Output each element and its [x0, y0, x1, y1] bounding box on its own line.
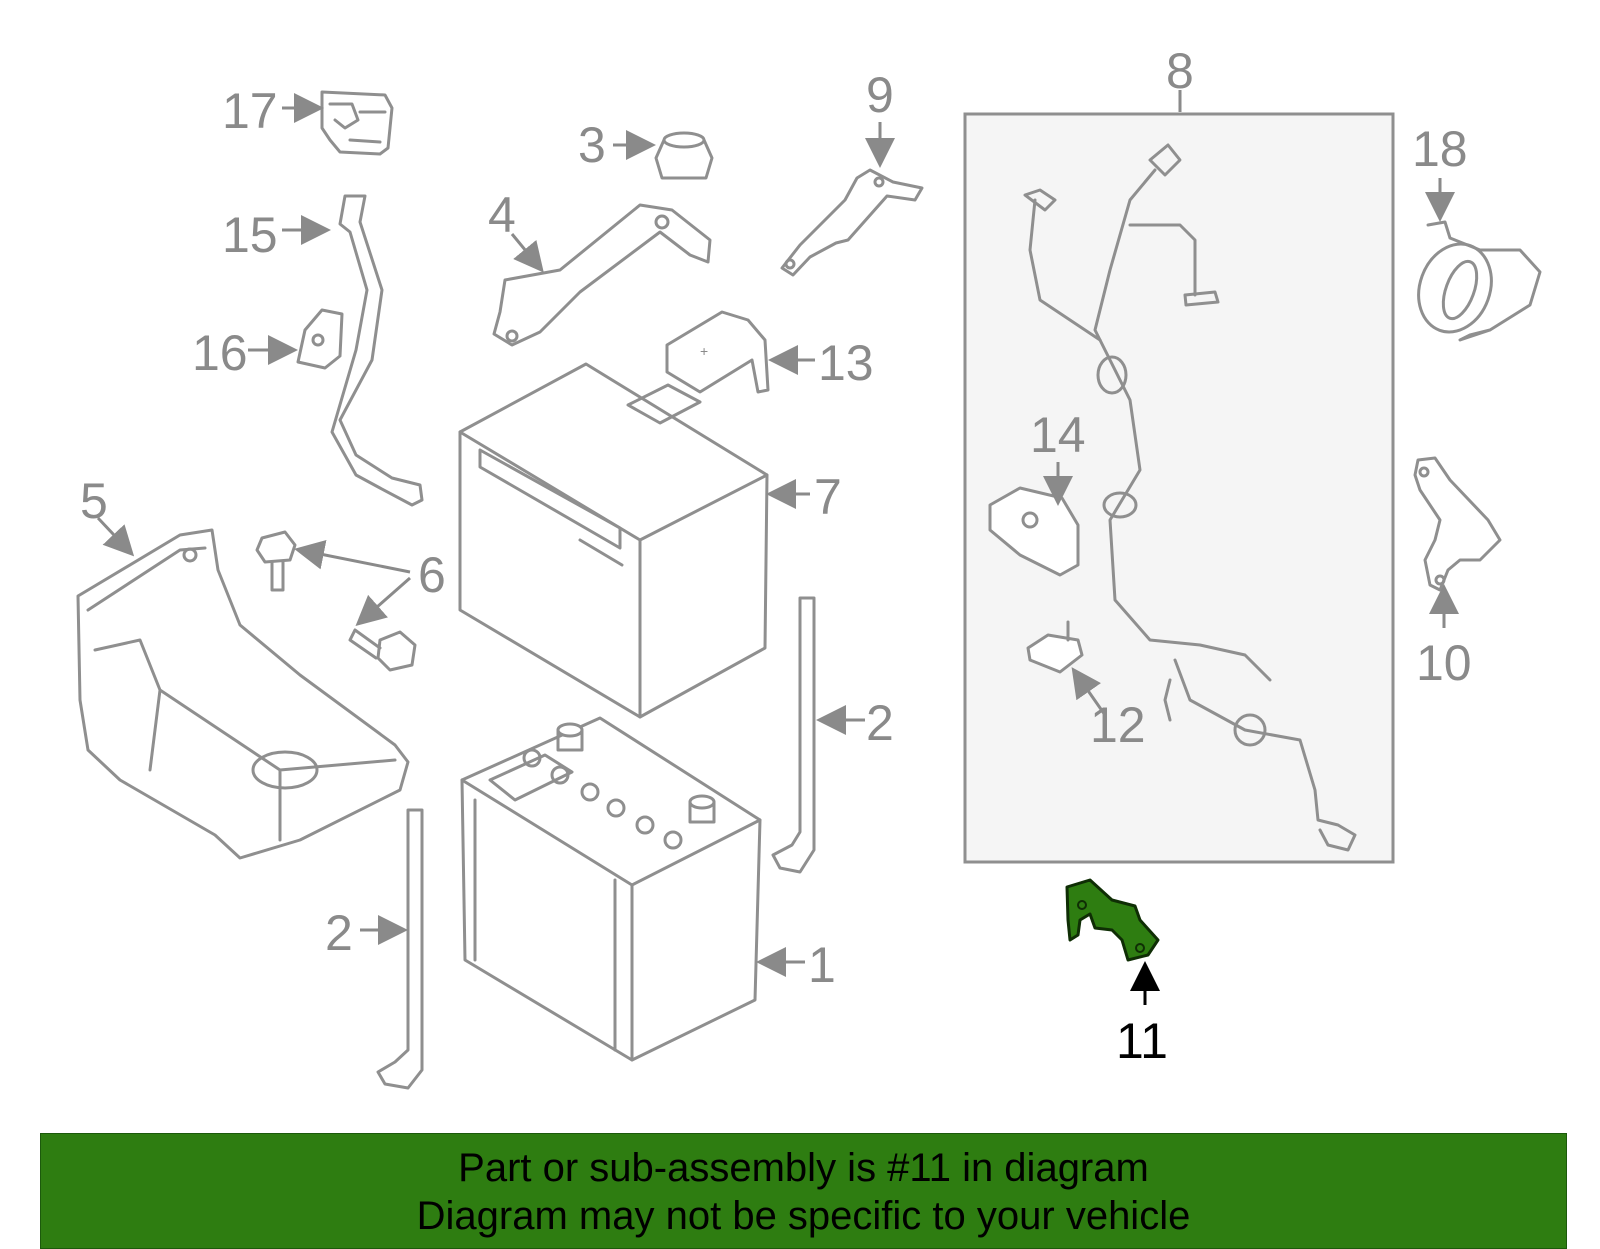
label-10: 10 — [1416, 635, 1472, 691]
label-12: 12 — [1090, 697, 1146, 753]
part-9-bracket[interactable] — [780, 168, 924, 277]
part-1-battery[interactable] — [460, 716, 762, 1062]
svg-text:+: + — [700, 343, 708, 359]
part-3-nut[interactable] — [654, 131, 714, 180]
part-2-rod-left[interactable] — [376, 808, 424, 1090]
part-2-rod-right[interactable] — [771, 596, 816, 874]
label-4: 4 — [488, 187, 516, 243]
label-13: 13 — [818, 335, 874, 391]
part-17-terminal-cover[interactable] — [320, 90, 394, 156]
label-2b: 2 — [866, 695, 894, 751]
callout-arrow-6b — [355, 576, 411, 626]
part-10-bracket[interactable] — [1413, 456, 1502, 592]
label-17: 17 — [222, 83, 278, 139]
part-8-harness-box[interactable] — [963, 112, 1395, 864]
part-11-bracket-highlighted[interactable] — [1065, 878, 1160, 962]
label-18: 18 — [1412, 121, 1468, 177]
part-15-ground-cable[interactable] — [330, 194, 424, 507]
label-11: 11 — [1116, 1013, 1168, 1069]
callout-arrow-12 — [1071, 667, 1107, 716]
part-7-battery-cover[interactable] — [458, 362, 769, 719]
banner-line-1: Part or sub-assembly is #11 in diagram — [458, 1146, 1149, 1190]
label-1: 1 — [808, 937, 836, 993]
label-9: 9 — [866, 67, 894, 123]
part-5-battery-tray[interactable] — [76, 528, 410, 860]
label-14: 14 — [1030, 407, 1086, 463]
part-16-clip[interactable] — [296, 308, 344, 370]
label-6: 6 — [418, 547, 446, 603]
label-8: 8 — [1166, 43, 1194, 99]
part-14-relay-block[interactable] — [988, 486, 1080, 577]
banner-line-2: Diagram may not be specific to your vehi… — [416, 1194, 1191, 1238]
callout-arrow-4 — [510, 233, 544, 273]
label-3: 3 — [578, 117, 606, 173]
label-16: 16 — [192, 325, 248, 381]
part-18-cable[interactable] — [1407, 220, 1542, 342]
label-7: 7 — [814, 469, 842, 525]
part-6-bolts[interactable] — [255, 530, 417, 672]
callout-arrow-5 — [96, 516, 135, 557]
callout-arrow-6a — [294, 539, 411, 574]
part-12-clip[interactable] — [1026, 620, 1084, 674]
part-13-terminal-cover[interactable]: + — [665, 310, 770, 394]
label-2a: 2 — [325, 905, 353, 961]
info-banner: Part or sub-assembly is #11 in diagram D… — [40, 1133, 1567, 1249]
label-15: 15 — [222, 207, 278, 263]
part-4-hold-down-bracket[interactable] — [492, 203, 712, 347]
label-5: 5 — [80, 473, 108, 529]
